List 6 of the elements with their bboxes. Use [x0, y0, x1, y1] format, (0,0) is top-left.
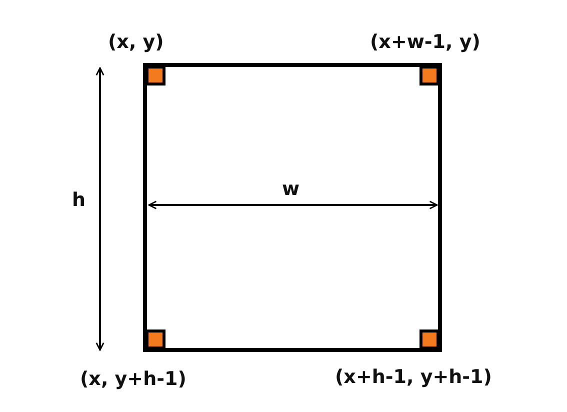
- corner-coordinate: (x, y): [108, 33, 164, 52]
- corner-coordinate: (x, y+h-1): [80, 370, 186, 389]
- dimension-label: w: [282, 180, 300, 199]
- corner-coordinate: (x+h-1, y+h-1): [335, 368, 492, 387]
- corner-coordinate: (x+w-1, y): [370, 33, 480, 52]
- dimension-label: h: [72, 191, 86, 210]
